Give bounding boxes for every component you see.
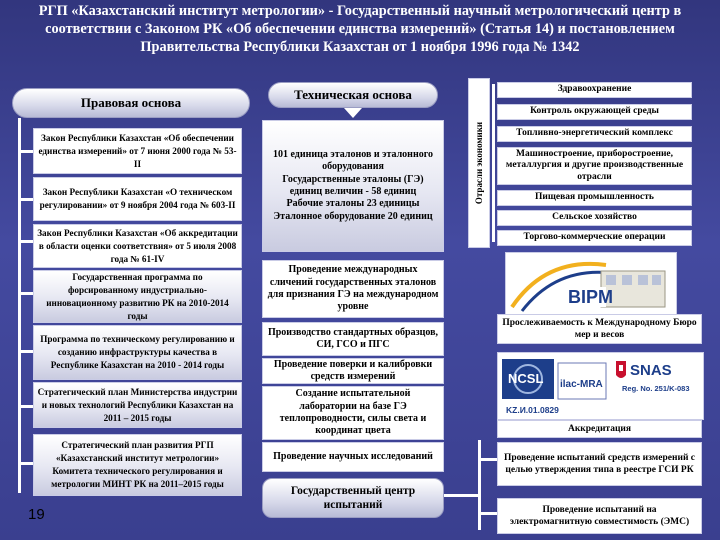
- standards-state: Государственные эталоны (ГЭ) единиц вели…: [266, 174, 440, 199]
- slide-number: 19: [28, 506, 45, 523]
- standards-equipment: Эталонное оборудование 20 единиц: [273, 211, 432, 223]
- activity-item: Проведение международных сличений госуда…: [262, 260, 444, 318]
- sectors-bracket-line: [492, 84, 495, 242]
- legal-item-text: Стратегический план Министерства индустр…: [37, 386, 238, 425]
- legal-item: Закон Республики Казахстан «О техническо…: [33, 177, 242, 221]
- legal-bracket-tick: [18, 462, 33, 465]
- state-testing-center-label: Государственный центр испытаний: [266, 484, 440, 512]
- sector-text: Сельское хозяйство: [552, 212, 637, 224]
- economy-sectors-text: Отрасли экономики: [474, 122, 484, 204]
- ncsl-logo-text: NCSL: [508, 371, 543, 386]
- sector-text: Машиностроение, приборостроение, металлу…: [501, 149, 688, 184]
- legal-bracket-tick: [18, 350, 33, 353]
- activity-item: Проведение научных исследований: [262, 442, 444, 472]
- test-text: Проведение испытаний средств измерений с…: [501, 452, 698, 476]
- legal-bracket-tick: [18, 150, 33, 153]
- legal-item-text: Закон Республики Казахстан «Об обеспечен…: [37, 132, 238, 171]
- legal-item-text: Государственная программа по форсированн…: [37, 271, 238, 323]
- technical-basis-label: Техническая основа: [294, 87, 412, 103]
- ilac-logo-text: ilac-MRA: [560, 379, 603, 390]
- activity-text: Производство стандартных образцов, СИ, Г…: [266, 327, 440, 352]
- tests-bracket-line: [478, 440, 481, 530]
- legal-bracket-tick: [18, 240, 33, 243]
- legal-basis-header: Правовая основа: [12, 88, 250, 118]
- legal-item-text: Программа по техническому регулированию …: [37, 333, 238, 372]
- bipm-logo: BIPM: [505, 252, 677, 316]
- accreditation-logos: NCSL ilac-MRA SNAS Reg. No. 251/K-083 KZ…: [497, 352, 704, 420]
- legal-item: Закон Республики Казахстан «Об аккредита…: [33, 224, 242, 268]
- activity-text: Проведение поверки и калибровки средств …: [266, 359, 440, 384]
- sector-item: Машиностроение, приборостроение, металлу…: [497, 147, 692, 185]
- legal-bracket-tick: [18, 198, 33, 201]
- legal-item-text: Стратегический план развития РГП «Казахс…: [37, 439, 238, 491]
- tests-connector: [444, 494, 480, 497]
- sector-item: Сельское хозяйство: [497, 210, 692, 226]
- activity-text: Проведение международных сличений госуда…: [266, 264, 440, 314]
- accreditation-logos-graphic: NCSL ilac-MRA SNAS Reg. No. 251/K-083 KZ…: [498, 353, 703, 419]
- snas-logo-text: SNAS: [630, 362, 672, 379]
- bipm-logo-text: BIPM: [568, 287, 613, 307]
- test-item: Проведение испытаний средств измерений с…: [497, 442, 702, 486]
- legal-item: Программа по техническому регулированию …: [33, 325, 242, 380]
- sector-text: Здравоохранение: [558, 84, 632, 96]
- legal-bracket-tick: [18, 292, 33, 295]
- bipm-logo-graphic: BIPM: [506, 253, 676, 315]
- legal-basis-label: Правовая основа: [81, 95, 181, 111]
- sector-text: Контроль окружающей среды: [530, 106, 659, 118]
- technical-basis-header: Техническая основа: [268, 82, 438, 108]
- sector-item: Здравоохранение: [497, 82, 692, 98]
- bipm-caption: Прослеживаемость к Международному Бюро м…: [497, 314, 702, 344]
- legal-item: Закон Республики Казахстан «Об обеспечен…: [33, 128, 242, 174]
- sector-item: Топливно-энергетический комплекс: [497, 126, 692, 142]
- legal-item: Стратегический план Министерства индустр…: [33, 382, 242, 428]
- sector-text: Торгово-коммерческие операции: [524, 232, 666, 244]
- down-arrow-icon: [344, 108, 362, 118]
- test-item: Проведение испытаний на электромагнитную…: [497, 498, 702, 534]
- kz-reg-text: KZ.И.01.0829: [506, 405, 559, 415]
- bipm-caption-text: Прослеживаемость к Международному Бюро м…: [501, 317, 698, 341]
- tests-bracket-tick: [478, 458, 497, 461]
- state-testing-center: Государственный центр испытаний: [262, 478, 444, 518]
- sector-item: Торгово-коммерческие операции: [497, 230, 692, 246]
- accreditation-caption: Аккредитация: [497, 420, 702, 438]
- activity-text: Проведение научных исследований: [273, 451, 433, 463]
- activity-text: Создание испытательной лаборатории на ба…: [266, 388, 440, 438]
- legal-item: Государственная программа по форсированн…: [33, 270, 242, 323]
- legal-bracket-line: [18, 118, 21, 493]
- economy-sectors-label: Отрасли экономики: [468, 78, 490, 248]
- test-text: Проведение испытаний на электромагнитную…: [501, 504, 698, 528]
- tests-bracket-tick: [478, 512, 497, 515]
- sector-text: Пищевая промышленность: [535, 192, 654, 204]
- accreditation-caption-text: Аккредитация: [568, 423, 631, 435]
- sector-item: Пищевая промышленность: [497, 190, 692, 206]
- standards-box: 101 единица эталонов и эталонного оборуд…: [262, 120, 444, 252]
- legal-item-text: Закон Республики Казахстан «Об аккредита…: [37, 227, 238, 266]
- activity-item: Создание испытательной лаборатории на ба…: [262, 386, 444, 440]
- snas-reg-text: Reg. No. 251/K-083: [622, 384, 690, 393]
- sector-item: Контроль окружающей среды: [497, 104, 692, 120]
- legal-bracket-tick: [18, 405, 33, 408]
- standards-working: Рабочие эталоны 23 единицы: [287, 198, 420, 210]
- legal-item-text: Закон Республики Казахстан «О техническо…: [37, 186, 238, 212]
- standards-total: 101 единица эталонов и эталонного оборуд…: [266, 149, 440, 174]
- activity-item: Производство стандартных образцов, СИ, Г…: [262, 322, 444, 356]
- activity-item: Проведение поверки и калибровки средств …: [262, 358, 444, 384]
- legal-item: Стратегический план развития РГП «Казахс…: [33, 434, 242, 496]
- slide-title: РГП «Казахстанский институт метрологии» …: [4, 2, 716, 56]
- sector-text: Топливно-энергетический комплекс: [516, 128, 673, 140]
